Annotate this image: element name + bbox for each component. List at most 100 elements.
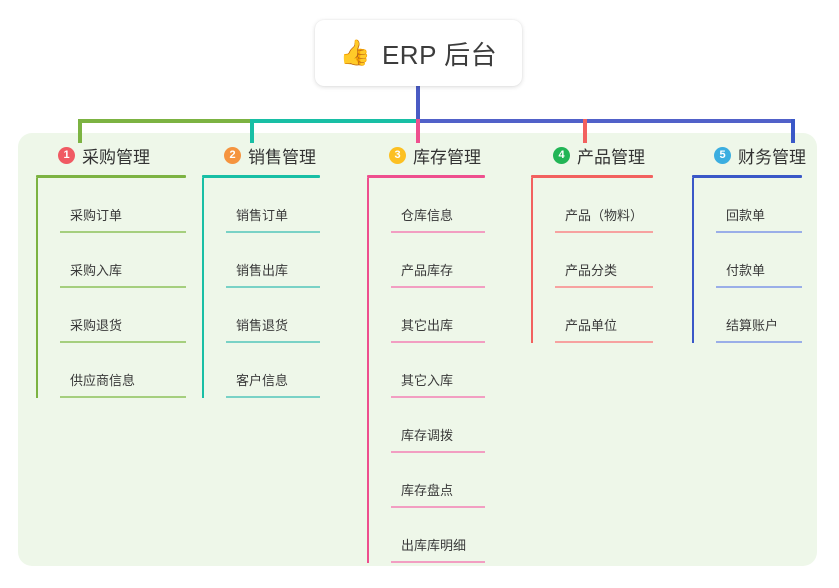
leaf-item[interactable]: 产品分类 — [555, 233, 653, 288]
branch-column-4: 4 产品管理产品（物料） 产品分类产品单位 — [531, 142, 653, 343]
leaf-item-label: 采购订单 — [70, 208, 123, 223]
leaf-item-rule — [226, 231, 320, 233]
leaf-item[interactable]: 其它出库 — [391, 288, 485, 343]
leaf-item-rule — [391, 286, 485, 288]
leaf-item-label: 销售出库 — [236, 263, 289, 278]
leaf-item-label: 回款单 — [726, 208, 766, 223]
leaf-item-rule — [60, 231, 186, 233]
leaf-item-label: 客户信息 — [236, 373, 289, 388]
leaf-item[interactable]: 产品库存 — [391, 233, 485, 288]
branch-bar-segment-3 — [416, 119, 795, 123]
branch-title-3: 库存管理 — [413, 147, 481, 167]
leaf-item-label: 库存调拨 — [401, 428, 454, 443]
branch-items-3: 仓库信息产品库存其它出库其它入库库存调拨库存盘点出库库明细 — [367, 178, 485, 563]
leaf-item-rule — [716, 231, 802, 233]
branch-badge-2: 2 — [224, 146, 241, 164]
branch-header-rule-1 — [36, 175, 186, 178]
leaf-item-label: 其它入库 — [401, 373, 454, 388]
branch-drop-connector-2 — [250, 119, 254, 143]
leaf-item[interactable]: 回款单 — [716, 178, 802, 233]
branch-items-2: 销售订单销售出库销售退货客户信息 — [202, 178, 320, 398]
leaf-item-rule — [391, 561, 485, 563]
branch-bar-segment-2 — [250, 119, 420, 123]
leaf-item[interactable]: 库存盘点 — [391, 453, 485, 508]
leaf-item-rule — [391, 451, 485, 453]
leaf-item-rule — [226, 396, 320, 398]
branch-header-rule-4 — [531, 175, 653, 178]
leaf-item-label: 销售退货 — [236, 318, 289, 333]
branch-badge-4: 4 — [553, 146, 570, 164]
root-node-content: 👍 ERP 后台 — [340, 35, 497, 72]
leaf-item-rule — [60, 341, 186, 343]
leaf-item-label: 付款单 — [726, 263, 766, 278]
branch-spine-4 — [531, 178, 533, 343]
leaf-item-label: 结算账户 — [726, 318, 779, 333]
leaf-item-rule — [391, 396, 485, 398]
leaf-item-label: 产品单位 — [565, 318, 618, 333]
leaf-item-rule — [391, 506, 485, 508]
leaf-item[interactable]: 付款单 — [716, 233, 802, 288]
leaf-item[interactable]: 仓库信息 — [391, 178, 485, 233]
leaf-item-label: 销售订单 — [236, 208, 289, 223]
leaf-item-label: 供应商信息 — [70, 373, 136, 388]
branch-title-4: 产品管理 — [577, 147, 645, 167]
leaf-item[interactable]: 其它入库 — [391, 343, 485, 398]
leaf-item[interactable]: 销售出库 — [226, 233, 320, 288]
leaf-item[interactable]: 产品单位 — [555, 288, 653, 343]
leaf-item-rule — [716, 286, 802, 288]
branch-header-rule-5 — [692, 175, 802, 178]
leaf-item[interactable]: 库存调拨 — [391, 398, 485, 453]
leaf-item[interactable]: 结算账户 — [716, 288, 802, 343]
leaf-item-rule — [226, 286, 320, 288]
leaf-item-rule — [391, 341, 485, 343]
branch-drop-connector-1 — [78, 119, 82, 143]
leaf-item-label: 产品库存 — [401, 263, 454, 278]
branch-items-5: 回款单付款单结算账户 — [692, 178, 802, 343]
root-stem-connector — [416, 86, 420, 123]
branch-badge-1: 1 — [58, 146, 75, 164]
branch-drop-connector-5 — [791, 119, 795, 143]
leaf-item[interactable]: 供应商信息 — [60, 343, 186, 398]
branch-drop-connector-4 — [583, 119, 587, 143]
leaf-item-rule — [226, 341, 320, 343]
branch-header-rule-2 — [202, 175, 320, 178]
leaf-item[interactable]: 客户信息 — [226, 343, 320, 398]
thumbs-up-icon: 👍 — [339, 38, 371, 67]
branch-header-4[interactable]: 4 产品管理 — [531, 142, 653, 168]
leaf-item-rule — [716, 341, 802, 343]
branch-spine-3 — [367, 178, 369, 563]
root-node[interactable]: 👍 ERP 后台 — [315, 20, 522, 86]
leaf-item-label: 采购入库 — [70, 263, 123, 278]
leaf-item[interactable]: 产品（物料） — [555, 178, 653, 233]
leaf-item-label: 产品（物料） — [565, 208, 644, 223]
leaf-item-label: 采购退货 — [70, 318, 123, 333]
branch-drop-connector-3 — [416, 119, 420, 143]
branch-spine-5 — [692, 178, 694, 343]
leaf-item-label: 出库库明细 — [401, 538, 467, 553]
leaf-item[interactable]: 采购入库 — [60, 233, 186, 288]
branch-header-rule-3 — [367, 175, 485, 178]
leaf-item-label: 其它出库 — [401, 318, 454, 333]
leaf-item[interactable]: 采购退货 — [60, 288, 186, 343]
leaf-item[interactable]: 销售退货 — [226, 288, 320, 343]
leaf-item-rule — [60, 286, 186, 288]
branch-badge-5: 5 — [714, 146, 731, 164]
leaf-item-rule — [60, 396, 186, 398]
leaf-item[interactable]: 采购订单 — [60, 178, 186, 233]
leaf-item-label: 产品分类 — [565, 263, 618, 278]
branch-items-4: 产品（物料） 产品分类产品单位 — [531, 178, 653, 343]
leaf-item-rule — [391, 231, 485, 233]
leaf-item[interactable]: 销售订单 — [226, 178, 320, 233]
leaf-item[interactable]: 出库库明细 — [391, 508, 485, 563]
leaf-item-label: 库存盘点 — [401, 483, 454, 498]
leaf-item-rule — [555, 286, 653, 288]
